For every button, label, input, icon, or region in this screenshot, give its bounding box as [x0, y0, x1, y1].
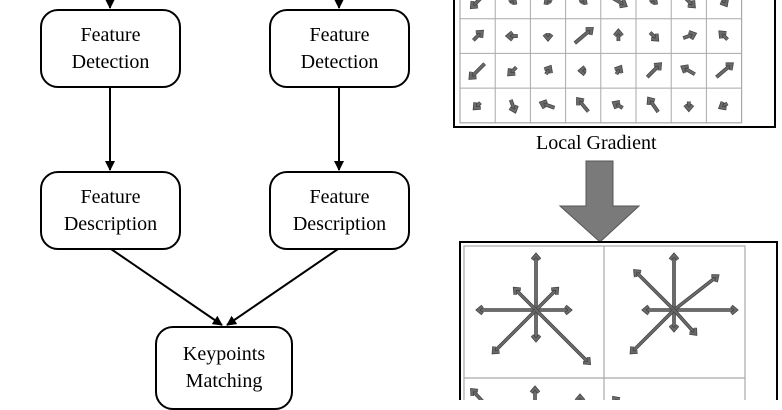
keypoints-matching-node: Keypoints Matching	[155, 326, 293, 410]
gradient-arrow-icon	[612, 395, 621, 400]
gradient-arrow-icon	[629, 308, 676, 355]
gradient-arrow-icon	[543, 0, 553, 5]
local-gradient-grid	[453, 0, 776, 128]
gradient-arrow-icon	[469, 0, 482, 10]
gradient-arrow-icon	[633, 269, 676, 312]
gradient-arrow-icon	[682, 30, 698, 41]
node-label-line: Detection	[300, 50, 379, 73]
gradient-arrow-icon	[684, 0, 696, 9]
gradient-arrow-icon	[574, 393, 586, 400]
gradient-arrow-icon	[645, 62, 663, 79]
node-label-line: Keypoints	[182, 343, 266, 365]
node-label-line: Feature	[309, 185, 370, 208]
gradient-arrow-icon	[646, 96, 660, 114]
gradient-arrow-icon	[719, 0, 729, 8]
right-feature-description-node: Feature Description	[269, 171, 410, 250]
gradient-arrow-icon	[538, 99, 556, 110]
gradient-arrow-icon	[718, 30, 729, 41]
gradient-arrow-icon	[578, 0, 588, 5]
node-label-line: Feature	[80, 185, 141, 208]
node-label-line: Description	[292, 212, 387, 235]
gradient-arrow-icon	[641, 304, 674, 316]
gradient-arrow-icon	[717, 101, 729, 111]
descriptor-frame	[459, 241, 778, 400]
connectors	[105, 0, 778, 400]
arrow-right-description-to-matching	[226, 248, 339, 326]
gradient-arrow-icon	[472, 29, 484, 42]
left-feature-detection-node: Feature Detection	[40, 9, 181, 88]
descriptor-grid	[459, 241, 778, 400]
node-label-line: Feature	[80, 23, 141, 46]
gradient-arrow-icon	[536, 304, 573, 316]
arrow-left-description-to-matching	[110, 248, 223, 326]
gradient-arrow-icon	[543, 64, 553, 76]
gradient-arrow-icon	[491, 308, 538, 355]
gradient-arrow-icon	[672, 308, 698, 336]
node-label-line: Description	[63, 212, 158, 235]
node-label-line: Matching	[185, 370, 263, 392]
gradient-arrow-icon	[648, 31, 660, 42]
diagram: Feature Detection Feature Detection Feat…	[40, 0, 778, 410]
gradient-arrow-icon	[530, 310, 542, 343]
gradient-arrow-icon	[470, 387, 484, 400]
gradient-arrow-icon	[613, 28, 624, 42]
gradient-arrow-icon	[683, 101, 695, 113]
gradient-arrow-icon	[573, 27, 594, 45]
right-feature-detection-node: Feature Detection	[269, 9, 410, 88]
left-feature-description-node: Feature Description	[40, 171, 181, 250]
gradient-arrow-icon	[508, 99, 519, 114]
gradient-arrow-icon	[576, 97, 590, 113]
gradient-arrow-icon	[649, 0, 659, 5]
gradient-arrow-icon	[507, 65, 518, 77]
gradient-arrow-icon	[542, 33, 554, 42]
gradient-arrow-icon	[534, 286, 560, 312]
big-down-arrow-icon	[558, 160, 641, 243]
gradient-arrow-icon	[530, 252, 542, 310]
gradient-arrow-icon	[475, 304, 536, 316]
gradient-arrow-icon	[504, 30, 518, 42]
gradient-arrow-icon	[529, 385, 541, 400]
gradient-arrow-icon	[508, 0, 518, 5]
gradient-arrow-icon	[680, 64, 696, 76]
gradient-arrow-icon	[612, 0, 628, 9]
gradient-arrow-icon	[611, 100, 624, 110]
gradient-arrow-icon	[715, 62, 734, 79]
gradient-arrow-icon	[668, 252, 680, 310]
gradient-arrow-icon	[668, 310, 680, 333]
node-label-line: Detection	[71, 50, 150, 73]
gradient-arrow-icon	[614, 64, 624, 76]
gradient-arrow-icon	[577, 65, 587, 77]
gradient-arrow-icon	[674, 304, 739, 316]
gradient-arrow-icon	[512, 286, 538, 312]
node-label-line: Feature	[309, 23, 370, 46]
gradient-arrow-icon	[534, 308, 592, 366]
local-gradient-caption: Local Gradient	[536, 132, 657, 154]
gradient-arrow-icon	[468, 62, 487, 80]
gradient-arrow-icon	[472, 101, 482, 111]
gradient-arrow-icon	[672, 274, 720, 312]
